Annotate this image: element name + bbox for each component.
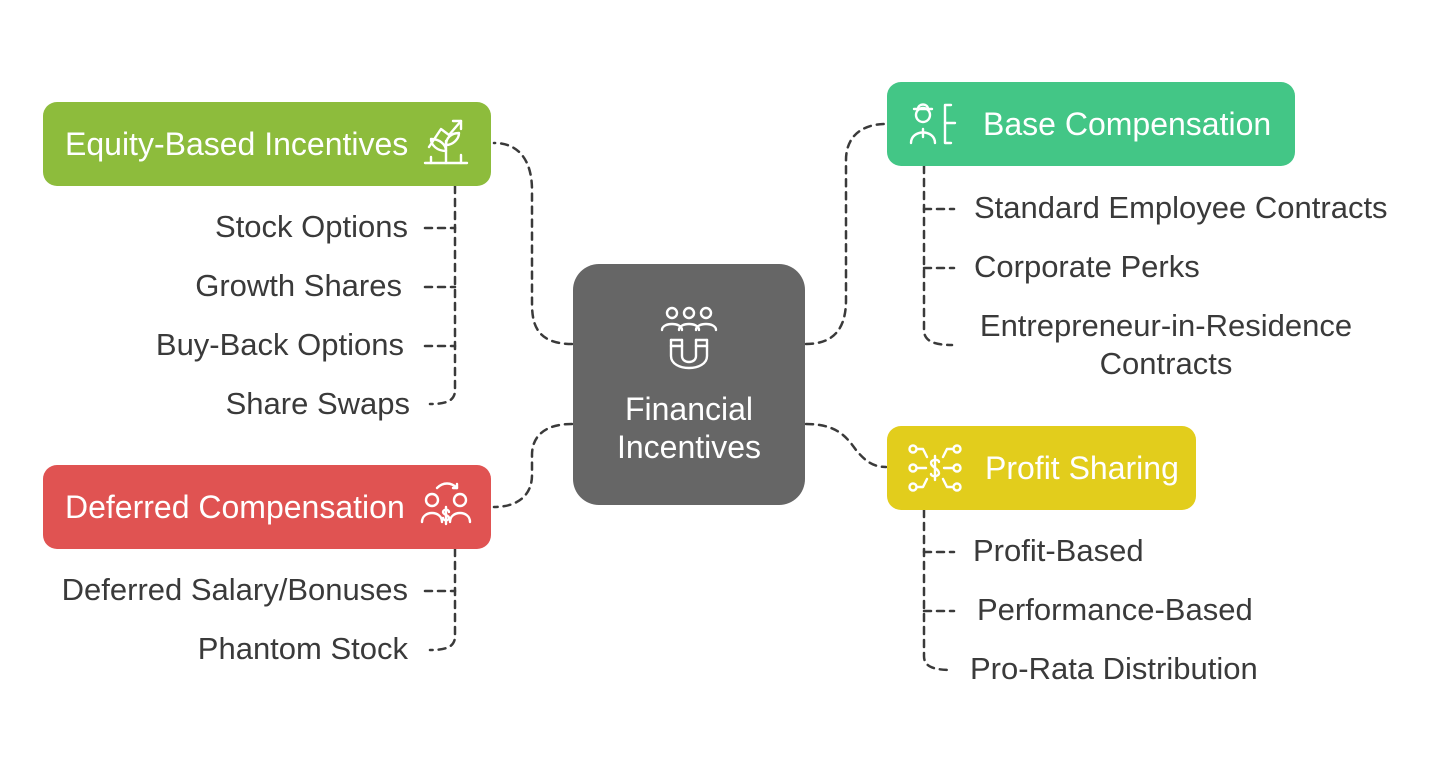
deferred-item-phantom-stock: Phantom Stock xyxy=(197,631,408,666)
equity-node-label: Equity-Based Incentives xyxy=(65,125,409,162)
connector-deferred-trunk xyxy=(428,547,457,652)
profit-item-pro-rata: Pro-Rata Distribution xyxy=(970,651,1258,686)
base-item-corporate-perks: Corporate Perks xyxy=(974,249,1200,284)
base-item-eir-contracts: Entrepreneur-in-Residence Contracts xyxy=(979,308,1353,381)
center-node: Financial Incentives xyxy=(573,264,805,505)
employee-contract-icon xyxy=(907,99,961,149)
equity-item-stock-options: Stock Options xyxy=(215,209,408,244)
profit-network-icon xyxy=(907,441,963,495)
profit-node: Profit Sharing xyxy=(887,426,1196,510)
growing-plant-icon xyxy=(419,117,473,171)
connector-base-trunk xyxy=(922,164,954,347)
profit-node-label: Profit Sharing xyxy=(985,449,1179,486)
connector-center-equity xyxy=(492,141,574,346)
profit-item-performance-based: Performance-Based xyxy=(977,592,1253,627)
base-node: Base Compensation xyxy=(887,82,1295,166)
connector-center-deferred xyxy=(492,422,574,509)
team-magnet-icon xyxy=(658,304,720,374)
center-node-label: Financial Incentives xyxy=(616,390,762,465)
connector-profit-trunk xyxy=(922,508,954,672)
equity-item-growth-shares: Growth Shares xyxy=(195,268,402,303)
equity-item-share-swaps: Share Swaps xyxy=(225,386,410,421)
deferred-node-label: Deferred Compensation xyxy=(65,488,405,525)
base-node-label: Base Compensation xyxy=(983,105,1272,142)
deferred-item-deferred-salary: Deferred Salary/Bonuses xyxy=(61,572,408,607)
connector-center-base xyxy=(804,122,888,346)
connector-equity-trunk xyxy=(428,184,457,406)
connector-center-profit xyxy=(804,422,888,469)
equity-item-buy-back-options: Buy-Back Options xyxy=(155,327,404,362)
money-exchange-icon xyxy=(419,480,473,534)
base-item-standard-contracts: Standard Employee Contracts xyxy=(974,190,1388,225)
deferred-node: Deferred Compensation xyxy=(43,465,491,549)
equity-node: Equity-Based Incentives xyxy=(43,102,491,186)
profit-item-profit-based: Profit-Based xyxy=(973,533,1144,568)
